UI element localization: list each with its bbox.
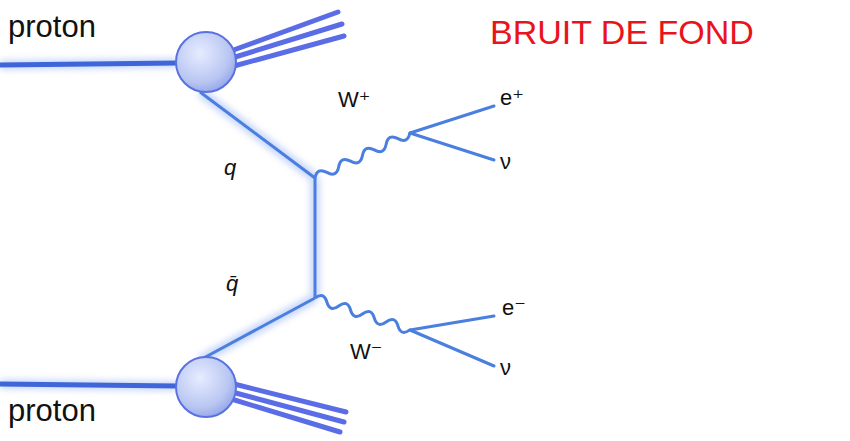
neutrino-label: ν <box>500 150 511 174</box>
boson-label: W⁻ <box>350 340 382 364</box>
particle-name: proton <box>8 394 96 428</box>
proton-line <box>0 63 178 65</box>
antiquark-label: q̄ <box>226 272 238 296</box>
diagram-title: BRUIT DE FOND <box>490 14 754 51</box>
proton-remnants <box>228 12 346 432</box>
w-minus-boson <box>314 294 412 334</box>
glow-layer <box>0 63 315 386</box>
boson-label: W⁺ <box>338 88 370 112</box>
proton-blob <box>176 32 236 92</box>
proton-blob <box>176 357 236 417</box>
lepton-label: e⁻ <box>502 296 526 320</box>
w-plus-boson <box>313 129 412 182</box>
particle-name: proton <box>8 10 96 44</box>
quark-lines <box>200 92 315 360</box>
lepton-lines <box>410 106 494 366</box>
quark-label: q <box>224 156 236 180</box>
lepton-label: e⁺ <box>500 86 524 110</box>
proton-line <box>0 384 178 386</box>
neutrino-label: ν <box>500 356 511 380</box>
